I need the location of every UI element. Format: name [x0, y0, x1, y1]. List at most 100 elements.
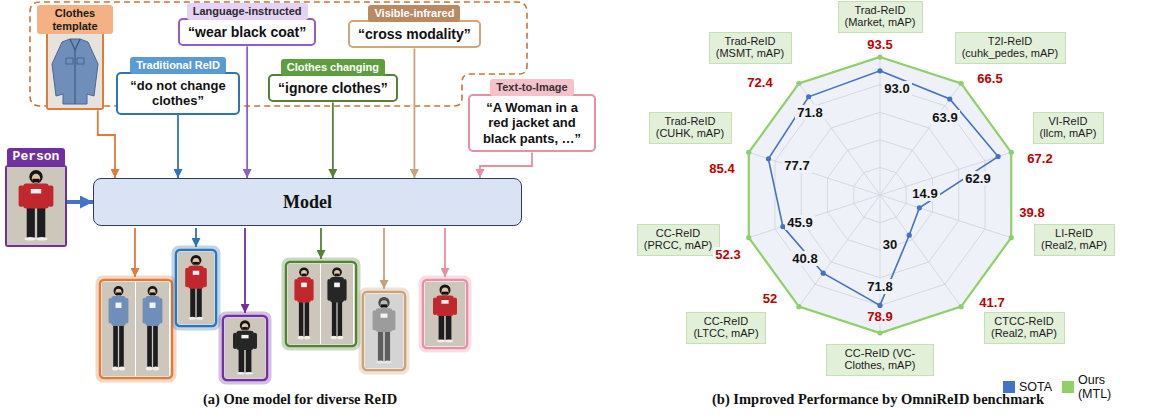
- output-frame-glow: [221, 314, 269, 382]
- ours-value: 41.7: [977, 295, 1006, 310]
- phone: [301, 283, 307, 288]
- face: [149, 289, 155, 296]
- pocket: [77, 58, 84, 64]
- instruction-box: Clothes template: [37, 5, 113, 110]
- instruction-box: Traditional ReID“do not change clothes”: [116, 57, 240, 115]
- sota-point: [917, 205, 922, 210]
- leg: [147, 324, 152, 368]
- hair: [191, 255, 202, 266]
- sota-value: 71.8: [865, 279, 894, 294]
- phone: [116, 303, 122, 308]
- legend-item: Ours (MTL): [1062, 373, 1141, 401]
- ours-value: 67.2: [1025, 151, 1054, 166]
- ours-point: [746, 150, 751, 155]
- torso: [297, 277, 311, 303]
- axis-label: Trad-ReID (MSMT, mAP): [715, 35, 786, 60]
- person-photo: [288, 264, 320, 344]
- shoe: [119, 366, 126, 370]
- connector-arrow: [98, 110, 115, 178]
- sota-point: [766, 156, 771, 161]
- sota-point: [877, 68, 882, 73]
- hair: [299, 267, 309, 277]
- output-frame-glow: [421, 278, 469, 350]
- axis-label-box: LI-ReID (Real2, mAP): [1034, 224, 1115, 257]
- ours-point: [959, 81, 964, 86]
- photo: [7, 167, 65, 245]
- mask: [116, 292, 121, 295]
- phone: [241, 335, 248, 338]
- person-photo: [7, 167, 65, 245]
- leg: [246, 349, 252, 374]
- face: [242, 323, 248, 330]
- axis-label-box: CTCC-ReID (Real2, mAP): [984, 312, 1065, 345]
- output-frame: [223, 316, 267, 380]
- ours-value: 52: [761, 291, 779, 306]
- connector-arrow: [246, 46, 248, 178]
- radar-spoke: [880, 57, 881, 195]
- connector-arrow: [332, 102, 334, 178]
- mask: [193, 262, 199, 265]
- axis-label: Trad-ReID (Market, mAP): [844, 4, 917, 29]
- person-photo: [102, 282, 135, 376]
- axis-label: LI-ReID (Real2, mAP): [1040, 227, 1109, 252]
- hair: [148, 286, 158, 296]
- mask: [442, 292, 448, 295]
- axis-label: CC-ReID (VC-Clothes, mAP): [832, 347, 928, 372]
- leg: [305, 301, 309, 338]
- radar-ground: [749, 57, 1011, 333]
- shoe: [437, 339, 445, 342]
- output-frame: [286, 262, 356, 346]
- torso: [330, 277, 344, 303]
- radar-spoke: [749, 195, 880, 238]
- ours-value: 85.4: [707, 161, 736, 176]
- sota-series: [768, 71, 998, 306]
- shoe: [298, 336, 304, 340]
- mask: [301, 274, 306, 276]
- hair: [29, 170, 42, 183]
- shoe: [384, 360, 392, 363]
- leg: [338, 301, 342, 338]
- leg: [153, 324, 158, 368]
- sota-point: [907, 233, 912, 238]
- leg: [385, 331, 390, 363]
- radar-spoke: [799, 83, 880, 195]
- torso: [376, 308, 393, 332]
- face: [380, 300, 387, 308]
- shoe: [445, 339, 453, 342]
- photo-frame: [5, 165, 67, 247]
- leg: [439, 315, 445, 341]
- shoe: [24, 237, 36, 240]
- hair: [332, 267, 342, 277]
- instruction-box: Language-instructed“wear black coat”: [178, 3, 316, 46]
- instruction-text: “do not change clothes”: [116, 72, 240, 115]
- instruction-region: [30, 2, 527, 106]
- axis-label: T2I-ReID (cuhk_pedes, mAP): [961, 35, 1060, 60]
- connector-arrow: [177, 115, 179, 178]
- sota-value: 45.9: [785, 215, 814, 230]
- legend: SOTA Ours (MTL): [1003, 373, 1151, 401]
- sota-value: 63.9: [930, 110, 959, 125]
- axis-label-box: CC-ReID (PRCC, mAP): [637, 224, 720, 257]
- person-photo: [225, 318, 265, 378]
- torso: [23, 183, 49, 208]
- leg: [239, 349, 245, 374]
- leg: [190, 287, 195, 318]
- leg: [27, 207, 35, 239]
- sota-point: [806, 94, 811, 99]
- person-photo: [178, 252, 214, 324]
- photo-ground: [225, 318, 265, 378]
- sota-value: 93.0: [882, 81, 911, 96]
- header-tab: Visible-infrared: [368, 5, 460, 22]
- leg: [446, 315, 452, 341]
- face: [32, 174, 40, 183]
- mask: [334, 274, 339, 276]
- ours-point: [796, 304, 801, 309]
- photo-ground: [48, 34, 102, 108]
- photo-frame: [46, 32, 104, 110]
- shoe: [196, 317, 203, 320]
- connector-arrow: [67, 200, 93, 204]
- collar: [70, 39, 80, 50]
- leg: [197, 287, 202, 318]
- legend-item: SOTA: [1003, 380, 1052, 394]
- leg: [378, 331, 383, 363]
